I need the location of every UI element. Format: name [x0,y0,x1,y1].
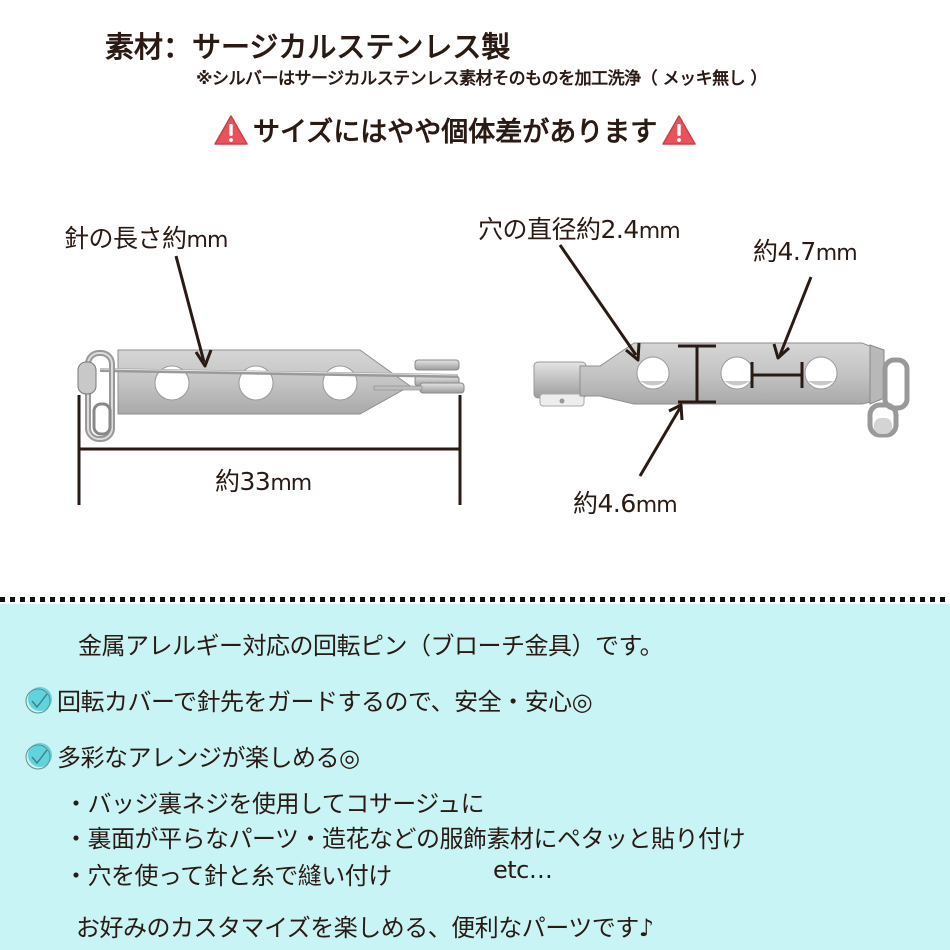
etc-text: etc… [493,856,553,884]
feature-rotating-cover: 回転カバーで針先をガードするので、安全・安心◎ [24,682,593,717]
length-dimension [77,395,462,505]
spacing-arrow [772,276,813,360]
use-item: ・バッジ裏ネジを使用してコサージュに [64,790,485,818]
use-item: ・穴を使って針と糸で縫い付け [64,862,392,890]
hole-diameter-label: 穴の直径約2.4mm [478,215,681,244]
hole-spacing-label: 約4.7mm [753,237,858,266]
material-title: 素材：サージカルステンレス製 [105,30,511,64]
size-warning: サイズにはやや個体差があります [213,110,697,149]
brooch-pin-front-image [77,244,910,505]
feature-arrangements: 多彩なアレンジが楽しめる◎ [24,738,360,773]
total-length-label: 約33mm [215,467,312,496]
width-dimension [678,344,716,404]
needle-arrow [174,255,213,368]
left-pin [77,349,465,442]
check-circle-icon [25,742,52,769]
hole-arrow [558,244,641,362]
dotted-divider [0,597,950,602]
needle-length-label: 針の長さ約mm [64,224,228,253]
warning-triangle-icon [662,114,696,145]
intro-text: 金属アレルギー対応の回転ピン（ブローチ金具）です。 [78,632,664,660]
warning-triangle-icon [214,114,248,145]
use-item: ・裏面が平らなパーツ・造花などの服飾素材にペタッと貼り付け [64,825,746,853]
width-arrow [638,403,684,477]
plate-width-label: 約4.6mm [573,489,678,518]
material-note: ※シルバーはサージカルステンレス素材そのものを加工洗浄（ メッキ無し ） [196,69,768,89]
check-circle-icon [25,686,52,713]
description-panel [0,604,950,950]
closing-text: お好みのカスタマイズを楽しめる、便利なパーツです♪ [76,914,654,942]
right-pin [533,342,910,438]
size-warning-text: サイズにはやや個体差があります [253,117,658,148]
spacing-dimension [750,362,804,388]
